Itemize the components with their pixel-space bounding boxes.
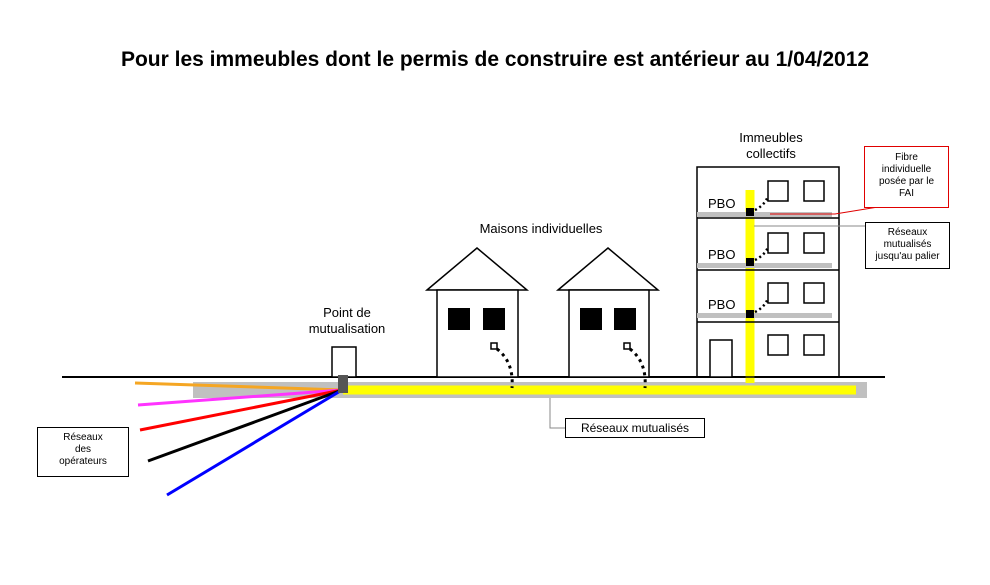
immeubles-line2: collectifs bbox=[746, 146, 796, 161]
fibre-line4: FAI bbox=[898, 188, 914, 199]
callout-fibre-individuelle bbox=[770, 206, 879, 215]
operator-cable-magenta bbox=[137, 388, 343, 407]
pbo-label-2: PBO bbox=[708, 247, 736, 262]
palier-line2: mutualisés bbox=[883, 239, 932, 250]
house-1 bbox=[424, 247, 530, 389]
house-2 bbox=[555, 247, 661, 389]
fibre-individuelle-box: Fibre individuelle posée par le FAI bbox=[864, 146, 949, 208]
point-mutualisation-line2: mutualisation bbox=[308, 321, 386, 336]
callout-reseaux-mutualises bbox=[549, 398, 565, 429]
operator-cable-black bbox=[147, 388, 343, 463]
point-mutualisation-line1: Point de bbox=[323, 305, 371, 320]
operateurs-line3: opérateurs bbox=[59, 456, 107, 467]
fibre-line3: posée par le bbox=[878, 176, 935, 187]
immeubles-label: Immeubles collectifs bbox=[716, 130, 826, 162]
fibre-line1: Fibre bbox=[895, 152, 918, 163]
mutualisation-connector bbox=[338, 375, 348, 393]
reseaux-mutualises-box: Réseaux mutualisés bbox=[565, 418, 705, 438]
pbo-label-1: PBO bbox=[708, 196, 736, 211]
palier-line3: jusqu'au palier bbox=[875, 251, 940, 262]
point-mutualisation-label: Point de mutualisation bbox=[292, 305, 402, 337]
reseaux-operateurs-box: Réseaux des opérateurs bbox=[37, 427, 129, 477]
pbo-label-3: PBO bbox=[708, 297, 736, 312]
diagram-title: Pour les immeubles dont le permis de con… bbox=[120, 48, 870, 71]
operator-cable-blue bbox=[166, 388, 343, 497]
operateurs-line1: Réseaux bbox=[63, 432, 103, 443]
operator-cable-orange bbox=[134, 381, 343, 392]
operator-cable-red bbox=[139, 388, 343, 432]
maisons-label: Maisons individuelles bbox=[479, 221, 603, 236]
fibre-line2: individuelle bbox=[881, 164, 932, 175]
palier-line1: Réseaux bbox=[887, 227, 928, 238]
reseaux-palier-box: Réseaux mutualisés jusqu'au palier bbox=[865, 222, 950, 269]
immeubles-line1: Immeubles bbox=[739, 130, 803, 145]
apartment-building bbox=[696, 166, 840, 378]
mutualisation-cabinet bbox=[331, 346, 357, 378]
operateurs-line2: des bbox=[74, 444, 92, 455]
